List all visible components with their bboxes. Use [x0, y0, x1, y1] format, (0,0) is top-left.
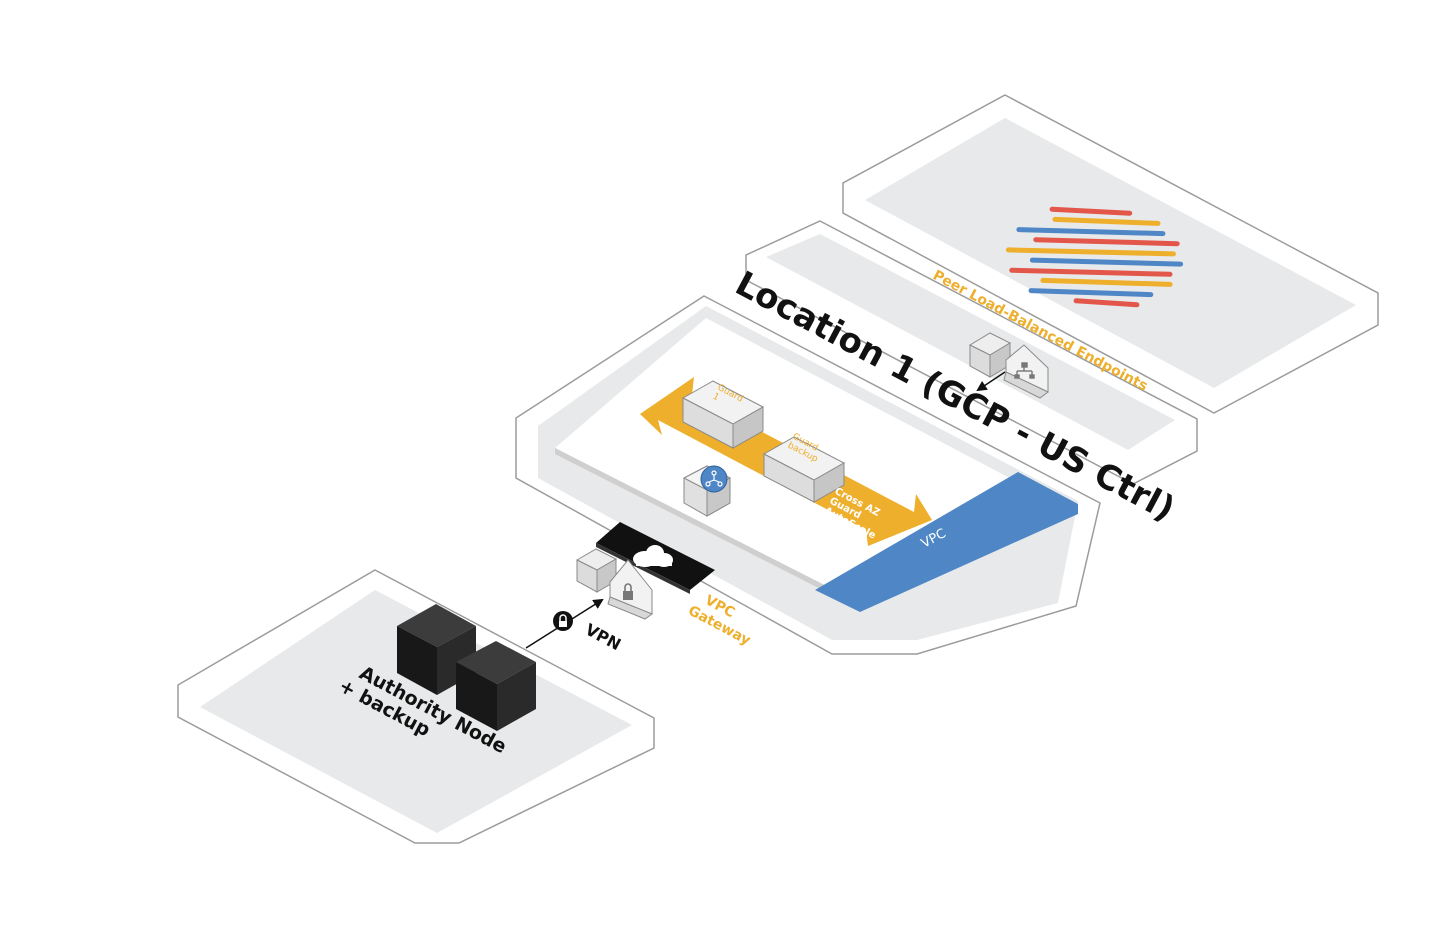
globe-stripe [1040, 277, 1173, 287]
globe-stripe [1033, 237, 1180, 247]
globe-stripe [1073, 298, 1140, 308]
globe-stripe [1005, 247, 1176, 257]
authority-backup-node[interactable] [456, 641, 536, 731]
vpc-gateway-router-icon [575, 548, 654, 620]
globe-stripe [1028, 288, 1154, 298]
globe-stripe [1016, 227, 1166, 237]
globe-stripe [1049, 206, 1133, 216]
guard-backup-node[interactable] [762, 436, 846, 503]
vpn-lock-icon [553, 611, 573, 631]
peer-arrow [976, 371, 1006, 392]
lock-icon [623, 583, 633, 600]
globe-stripe [1052, 216, 1161, 226]
guard-1-node[interactable] [681, 380, 765, 449]
globe-stripe [1029, 257, 1184, 267]
globe-stripe [1009, 267, 1173, 277]
vpn-label: VPN [582, 620, 624, 654]
cloud-icon [633, 545, 673, 567]
vpc-gateway[interactable] [596, 522, 715, 594]
network-hierarchy-icon [1014, 362, 1035, 379]
authority-plate [177, 569, 655, 844]
globe-logo [1005, 206, 1184, 308]
load-balancer-icon [968, 332, 1049, 399]
autoscaling-icon[interactable] [682, 465, 732, 517]
vpc-bar[interactable] [815, 472, 1078, 612]
